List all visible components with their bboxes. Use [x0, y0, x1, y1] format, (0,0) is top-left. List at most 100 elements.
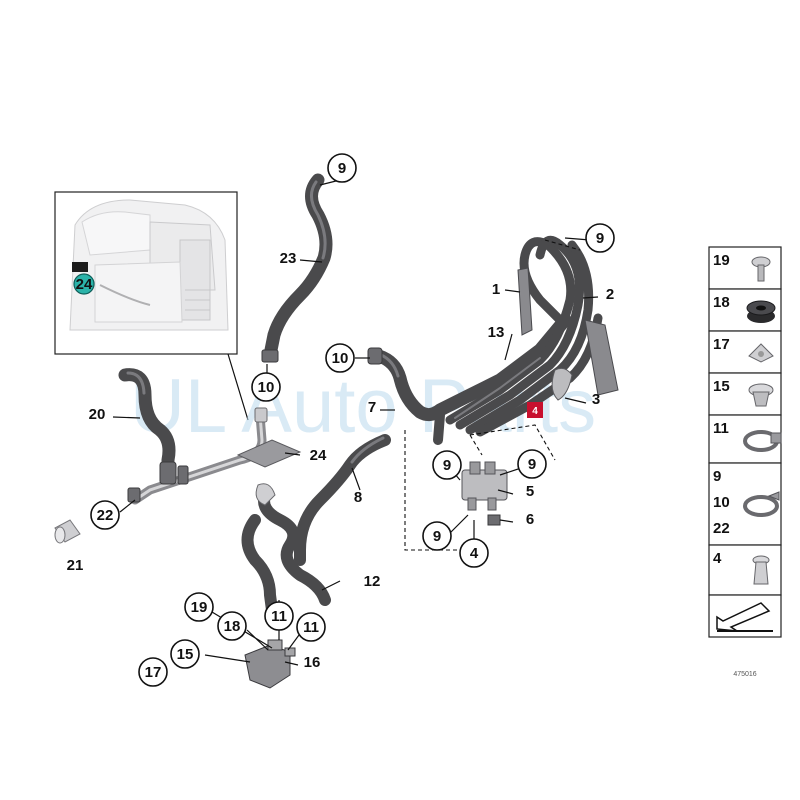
legend-part-icon [752, 555, 770, 585]
callout-circle [585, 223, 615, 253]
hose-8 [294, 434, 391, 566]
engine-bay-illustration [69, 199, 229, 331]
inset-view: 24 [54, 191, 249, 421]
part-label-3: 3 [592, 391, 600, 408]
inset-highlight: 24 [72, 262, 95, 295]
inset-leader [227, 353, 249, 421]
legend-item-9-10-22: 9 10 22 [708, 462, 782, 546]
inset-callout-text: 24 [76, 276, 93, 293]
callout-number: 18 [224, 618, 241, 635]
legend-panel: 19 18 17 15 11 9 10 22 4 [708, 246, 782, 638]
callout-number: 9 [443, 457, 451, 474]
part-label-21: 21 [67, 557, 84, 574]
hose-bundle-13 [445, 235, 619, 437]
part-label-7: 7 [368, 399, 376, 416]
legend-part-icon [748, 343, 774, 363]
callout-9: 9 [327, 153, 357, 183]
callout-9: 9 [422, 521, 452, 551]
callout-10: 10 [325, 343, 355, 373]
callout-number: 9 [528, 456, 536, 473]
legend-part-icon [751, 256, 771, 282]
direction-arrow-icon [708, 594, 782, 638]
pump-16 [244, 639, 296, 689]
part-label-6: 6 [526, 511, 534, 528]
legend-number: 10 [713, 494, 730, 511]
part-label-2: 2 [606, 286, 614, 303]
callout-9: 9 [585, 223, 615, 253]
cap-21 [54, 519, 81, 544]
part-label-12: 12 [364, 573, 381, 590]
callout-circle [170, 639, 200, 669]
callout-number: 4 [470, 545, 479, 562]
dashed-lines [404, 239, 581, 551]
legend-number: 9 [713, 468, 721, 485]
callout-circle [264, 601, 294, 631]
badge-4: 4 [527, 402, 543, 418]
callout-circle [138, 657, 168, 687]
callout-circle [90, 500, 120, 530]
callout-15: 15 [170, 639, 200, 669]
part-label-5: 5 [526, 483, 534, 500]
hose-23 [261, 173, 333, 363]
callout-circle [217, 611, 247, 641]
callout-circle [325, 343, 355, 373]
callout-17: 17 [138, 657, 168, 687]
callout-circle [517, 449, 547, 479]
part-label-13: 13 [488, 324, 505, 341]
callout-number: 9 [433, 528, 441, 545]
legend-number: 22 [713, 520, 730, 537]
legend-item-11: 11 [708, 414, 782, 464]
footer-code: 475016 [733, 671, 756, 678]
callout-number: 11 [303, 619, 319, 636]
legend-number: 17 [713, 336, 730, 353]
legend-item-15: 15 [708, 372, 782, 416]
legend-item-18: 18 [708, 288, 782, 332]
callout-circle [422, 521, 452, 551]
callout-4: 4 [459, 538, 489, 568]
callout-number: 19 [191, 599, 208, 616]
callout-number: 17 [145, 664, 162, 681]
part-label-20: 20 [89, 406, 106, 423]
part-label-16: 16 [304, 654, 321, 671]
legend-part-icon [743, 430, 782, 452]
callout-9: 9 [432, 450, 462, 480]
part-label-1: 1 [492, 281, 500, 298]
callout-circle [432, 450, 462, 480]
callout-number: 15 [177, 646, 194, 663]
callout-circle [459, 538, 489, 568]
legend-part-icon [743, 491, 780, 517]
callout-11: 11 [264, 601, 294, 631]
callout-18: 18 [217, 611, 247, 641]
inset-callout-24 [73, 273, 95, 295]
callout-number: 22 [97, 507, 114, 524]
legend-number: 4 [713, 550, 722, 567]
callout-11: 11 [296, 612, 326, 642]
legend-item-19: 19 [708, 246, 782, 290]
callout-number: 10 [258, 379, 275, 396]
legend-number: 11 [713, 420, 729, 437]
callout-22: 22 [90, 500, 120, 530]
legend-number: 19 [713, 252, 730, 269]
callout-number: 11 [271, 608, 287, 625]
legend-item-17: 17 [708, 330, 782, 374]
valve-5 [461, 461, 508, 526]
legend-number: 18 [713, 294, 730, 311]
callout-19: 19 [184, 592, 214, 622]
callout-number: 10 [332, 350, 349, 367]
legend-number: 15 [713, 378, 730, 395]
callout-circle [296, 612, 326, 642]
legend-box [708, 246, 782, 290]
pad-24 [236, 439, 302, 468]
badge-text: 4 [532, 406, 538, 417]
hose-10-upper [367, 313, 572, 445]
callout-circle [327, 153, 357, 183]
callout-number: 9 [338, 160, 346, 177]
callout-number: 9 [596, 230, 604, 247]
legend-part-icon [746, 300, 776, 323]
part-label-8: 8 [354, 489, 362, 506]
legend-box [708, 544, 782, 596]
part-label-24: 24 [310, 447, 327, 464]
